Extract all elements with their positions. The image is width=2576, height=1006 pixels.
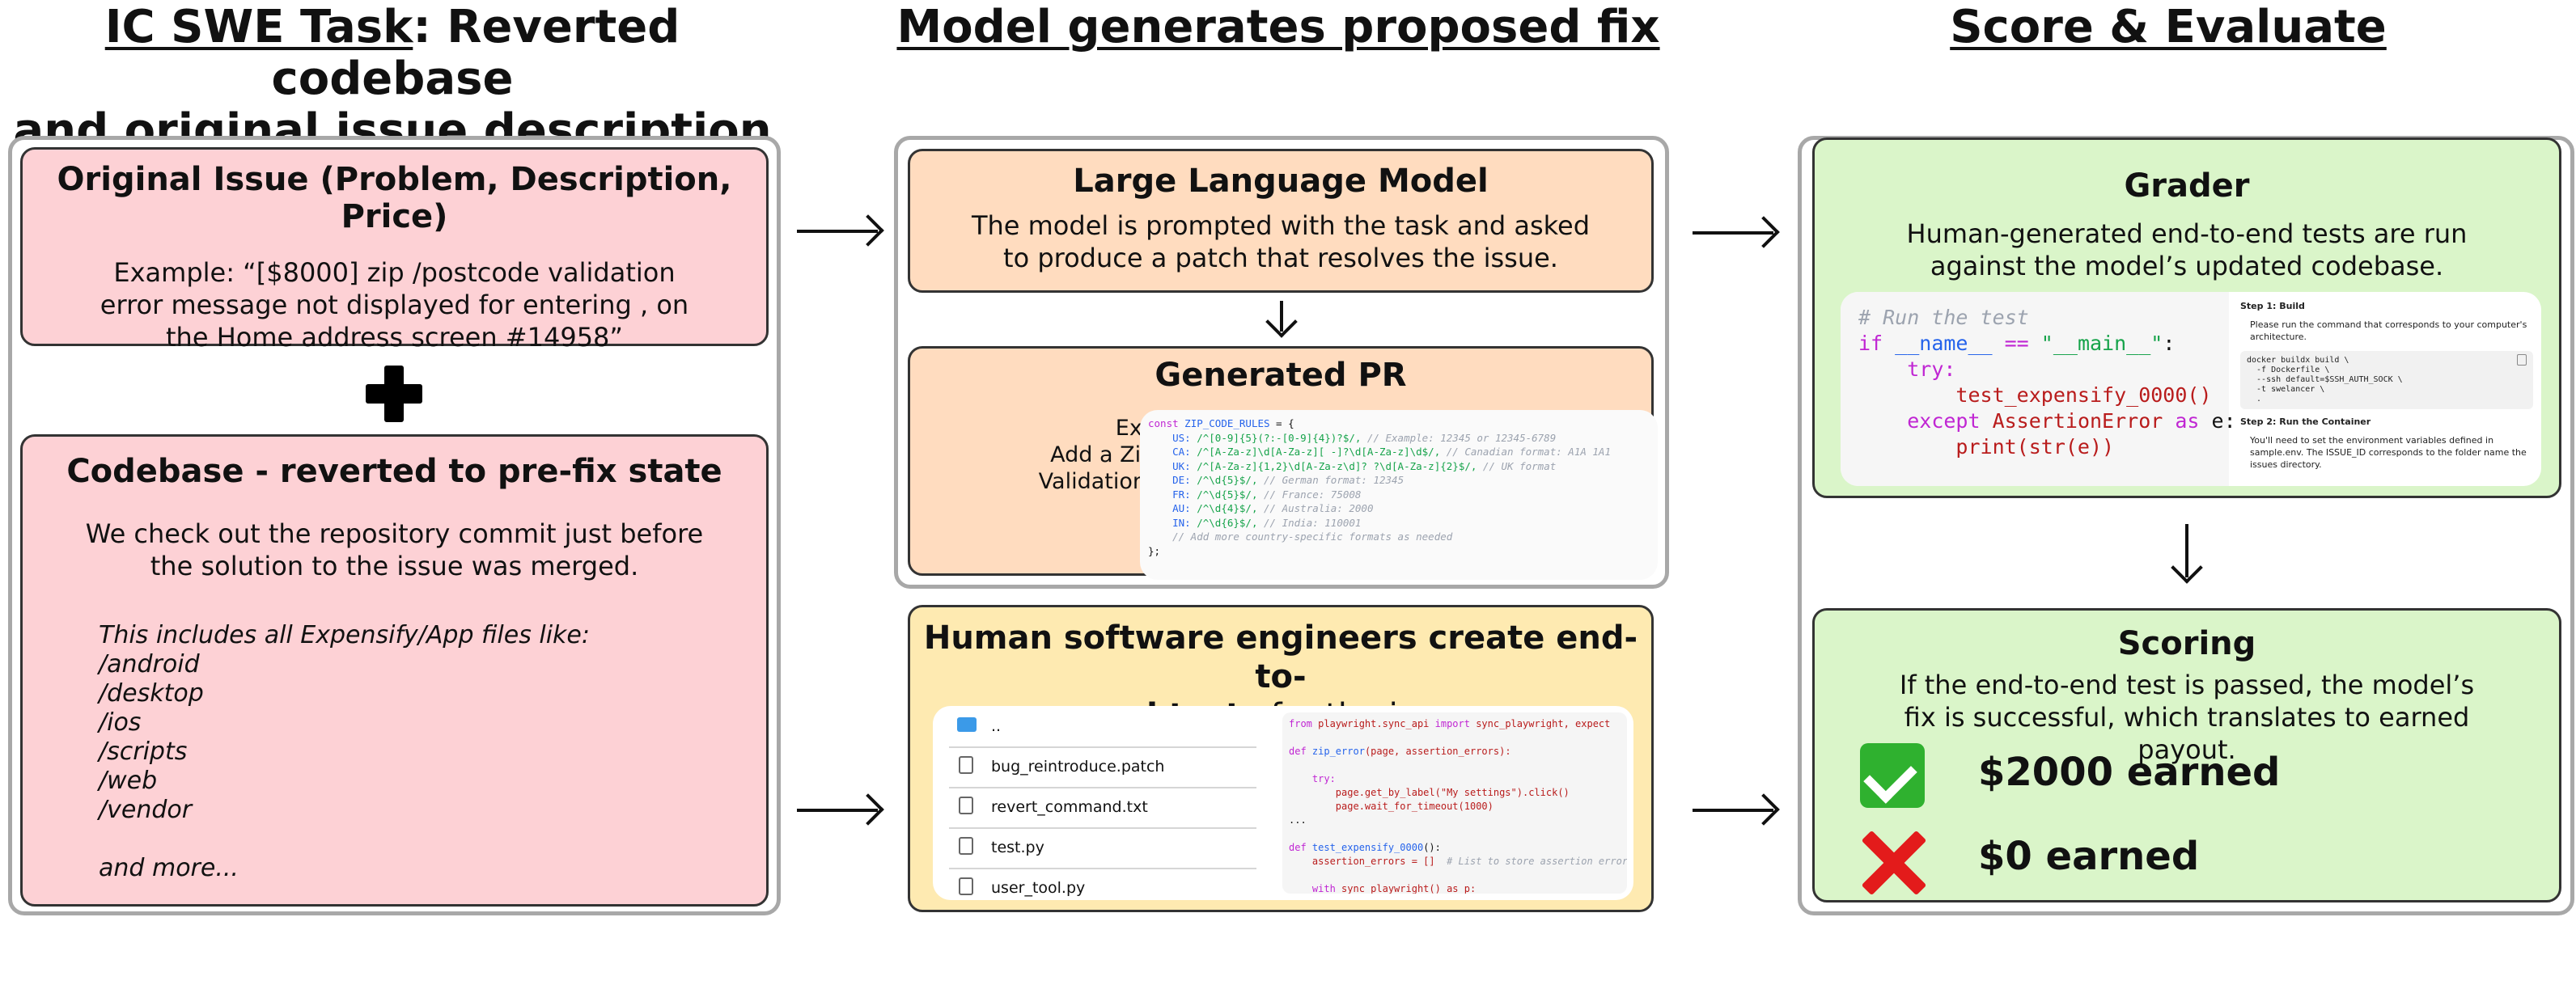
folder-vendor: /vendor — [99, 796, 193, 824]
pr-code-panel: const ZIP_CODE_RULES = { US: /^[0-9]{5}(… — [1140, 410, 1658, 580]
step2-heading: Step 2: Run the Container — [2240, 416, 2371, 427]
tests-panel: .. bug_reintroduce.patch revert_command.… — [933, 706, 1633, 900]
codebase-title: Codebase - reverted to pre-fix state — [66, 453, 722, 490]
scoring-card: Scoring If the end-to-end test is passed… — [1812, 608, 2561, 902]
grader-description: Human-generated end-to-end tests are run… — [1906, 218, 2468, 281]
copy-icon[interactable] — [2517, 354, 2527, 366]
not-earned-amount: $0 earned — [1978, 834, 2200, 879]
file-row-user-tool[interactable]: user_tool.py — [949, 868, 1256, 908]
codebase-file-list: This includes all Expensify/App files li… — [99, 621, 590, 883]
generated-pr-card: Generated PR Example: Add a Zip Code Val… — [908, 346, 1658, 580]
file-icon — [959, 756, 973, 774]
arrow-llm-to-pr — [1280, 301, 1283, 332]
file-row-bug-reintroduce[interactable]: bug_reintroduce.patch — [949, 746, 1256, 788]
codebase-includes-intro: This includes all Expensify/App files li… — [99, 621, 590, 649]
grader-card: Grader Human-generated end-to-end tests … — [1812, 137, 2561, 498]
left-title-rest: : Reverted codebase — [271, 1, 680, 105]
step1-command: docker buildx build \ -f Dockerfile \ --… — [2240, 351, 2533, 409]
grader-panel: # Run the test if __name__ == "__main__"… — [1841, 292, 2541, 486]
arrow-tests-to-scoring — [1693, 809, 1773, 812]
grader-steps: Step 1: Build Please run the command tha… — [2240, 300, 2533, 471]
file-icon — [959, 797, 973, 814]
plus-icon — [366, 366, 422, 422]
generated-pr-title: Generated PR — [1155, 357, 1407, 394]
scoring-title: Scoring — [2117, 625, 2256, 662]
earned-amount: $2000 earned — [1978, 750, 2281, 795]
file-row-parent[interactable]: .. — [949, 706, 1256, 748]
left-column-title: IC SWE Task: Reverted codebase and origi… — [8, 2, 777, 157]
arrow-issue-to-model — [797, 230, 878, 233]
folder-web: /web — [99, 767, 158, 795]
llm-description: The model is prompted with the task and … — [971, 210, 1591, 273]
original-issue-card: Original Issue (Problem, Description, Pr… — [20, 147, 769, 353]
scoring-description: If the end-to-end test is passed, the mo… — [1899, 670, 2475, 765]
file-row-revert-command[interactable]: revert_command.txt — [949, 787, 1256, 829]
cross-icon — [1860, 829, 1928, 897]
human-tests-card: Human software engineers create end-to- … — [908, 605, 1654, 912]
llm-title: Large Language Model — [1073, 163, 1489, 200]
file-icon — [959, 837, 973, 855]
original-issue-title: Original Issue (Problem, Description, Pr… — [57, 161, 732, 235]
grader-title: Grader — [2124, 167, 2250, 205]
grader-code: # Run the test if __name__ == "__main__"… — [1841, 292, 2236, 486]
right-column-title: Score & Evaluate — [1950, 1, 2387, 53]
file-icon — [959, 877, 973, 895]
codebase-more: and more... — [99, 854, 239, 882]
llm-card: Large Language Model The model is prompt… — [908, 149, 1654, 293]
arrow-model-to-grader — [1693, 231, 1773, 235]
step2-text: You'll need to set the environment varia… — [2250, 435, 2527, 470]
codebase-description: We check out the repository commit just … — [85, 518, 704, 581]
codebase-card: Codebase - reverted to pre-fix state We … — [20, 434, 769, 907]
folder-ios: /ios — [99, 708, 142, 737]
test-code-panel: from playwright.sync_api import sync_pla… — [1282, 712, 1627, 894]
middle-column-title: Model generates proposed fix — [896, 1, 1660, 53]
check-icon — [1860, 743, 1925, 808]
folder-desktop: /desktop — [99, 679, 204, 708]
original-issue-example: Example: “[$8000] zip /postcode validati… — [100, 257, 689, 353]
step1-heading: Step 1: Build — [2240, 301, 2305, 311]
folder-android: /android — [99, 650, 200, 678]
step1-text: Please run the command that corresponds … — [2250, 319, 2527, 342]
arrow-grader-to-scoring — [2185, 524, 2188, 577]
left-title-underlined: IC SWE Task — [104, 1, 413, 53]
folder-icon — [957, 717, 977, 732]
file-row-test-py[interactable]: test.py — [949, 827, 1256, 869]
folder-scripts: /scripts — [99, 738, 188, 766]
arrow-codebase-to-tests — [797, 809, 878, 812]
